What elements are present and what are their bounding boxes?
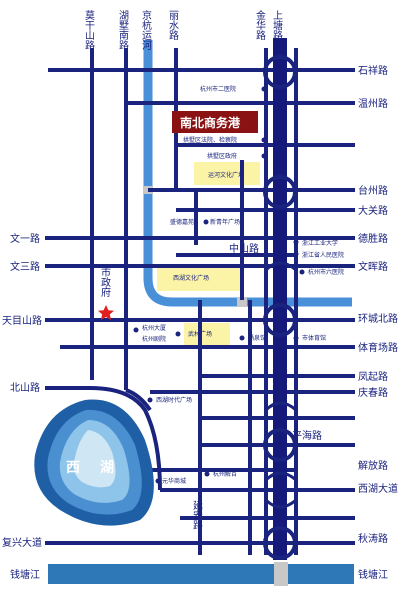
interchange-2 <box>264 471 297 482</box>
label-pinghai: 平海路 <box>292 429 322 442</box>
label-huancheng: 环城北路 <box>358 312 398 325</box>
poi-dot-times <box>147 397 153 403</box>
label-xihu-dadao: 西湖大道 <box>358 482 398 495</box>
interchange-4 <box>264 261 297 272</box>
poi-shengdi: 盛德嘉苑 <box>170 218 194 226</box>
poi-dot-shengdi <box>203 219 209 225</box>
canal-bridge-2 <box>237 297 247 307</box>
label-husu: 湖墅南路 <box>117 10 129 51</box>
poi-stadium: 市体育馆 <box>302 334 326 342</box>
poi-jiebai: 杭州解百 <box>213 470 237 478</box>
label-tianmushan: 天目山路 <box>2 314 42 327</box>
poi-dot-tower <box>133 327 139 333</box>
roundabouts <box>263 55 297 560</box>
roundabout-3 <box>263 303 297 337</box>
label-desheng: 德胜路 <box>358 232 388 245</box>
lake-core <box>73 430 116 488</box>
poi-dot-yongquan <box>239 335 245 341</box>
poi-dot-jiebai <box>204 471 210 477</box>
poi-dots <box>133 86 305 484</box>
poi-dot-stadium <box>293 335 299 341</box>
poi-gongshu-govt: 拱墅区政府 <box>207 152 237 160</box>
qiantang-river <box>48 564 354 584</box>
poi-dot-tech <box>293 239 299 245</box>
poi-hz-hosp6: 杭州市六医院 <box>308 268 344 276</box>
interchange-1 <box>264 401 297 412</box>
poi-yongquan: 涌泉馆 <box>248 334 266 342</box>
label-taizhou: 台州路 <box>358 184 388 197</box>
poi-dot-wulin <box>175 331 181 337</box>
business-port-title: 南北商务港 <box>180 115 241 130</box>
roundabout-1 <box>263 55 297 89</box>
xihu-culture-square-area <box>157 265 242 291</box>
label-qiantang-right: 钱塘江 <box>358 568 388 581</box>
poi-canal-square: 运河文化广场 <box>208 171 244 179</box>
label-zhongshan: 中山路 <box>229 242 259 255</box>
poi-dot-people <box>293 251 299 257</box>
poi-labels: 杭州市二医院 拱墅区法院、检察院 拱墅区政府 运河文化广场 盛德嘉苑 新青年广场… <box>142 85 344 485</box>
poi-zj-people: 浙江省人民医院 <box>302 251 344 259</box>
jinghang-canal <box>143 40 352 307</box>
label-jinghang: 京杭运河 <box>140 9 152 50</box>
road-beishan <box>45 386 162 491</box>
lake-label-xi: 西 <box>66 460 80 476</box>
poi-dot-yuanhua <box>155 478 161 484</box>
label-city-govt: 市政府 <box>99 266 111 298</box>
poi-gongshu-court: 拱墅区法院、检察院 <box>183 136 237 144</box>
poi-hospital2: 杭州市二医院 <box>200 85 236 93</box>
poi-dot-hosp6 <box>299 269 305 275</box>
label-lishui: 丽水路 <box>167 10 179 41</box>
poi-yuanhua: 元华商城 <box>162 477 186 485</box>
roundabout-5 <box>263 526 297 560</box>
west-lake <box>34 399 154 526</box>
label-fuxing: 复兴大道 <box>2 536 42 549</box>
label-shangtang: 上塘路 <box>271 10 283 41</box>
label-daguan: 大关路 <box>358 204 388 217</box>
poi-dot-court <box>261 137 267 143</box>
interchanges <box>264 261 297 509</box>
label-moganshan: 莫干山路 <box>83 10 95 51</box>
poi-xihu-culture: 西湖文化广场 <box>173 274 209 282</box>
label-jiefang: 解放路 <box>358 459 388 472</box>
label-yanan: 延安路 <box>191 500 203 531</box>
label-fengqi: 凤起路 <box>358 370 388 383</box>
poi-hz-tower: 杭州大厦 <box>142 324 166 332</box>
label-beishan: 北山路 <box>10 381 40 394</box>
poi-zhejiang-tech: 浙江工业大学 <box>302 239 338 247</box>
lake-label-hu: 湖 <box>100 460 114 476</box>
label-jinhua: 金华路 <box>254 9 266 41</box>
label-wenhui: 文晖路 <box>358 260 388 273</box>
poi-dot-govt <box>261 153 267 159</box>
poi-xihu-times: 西湖时代广场 <box>156 396 192 404</box>
right-road-labels: 石祥路 温州路 台州路 大关路 德胜路 文晖路 环城北路 体育场路 凤起路 庆春… <box>358 64 398 581</box>
city-govt-star-icon <box>98 305 114 320</box>
label-tiyuchang: 体育场路 <box>358 341 398 354</box>
label-qiutao: 秋涛路 <box>358 532 388 545</box>
roundabout-2 <box>263 175 297 209</box>
river-bridge <box>274 562 288 586</box>
label-wensan: 文三路 <box>10 260 40 273</box>
label-qiantang-left: 钱塘江 <box>10 568 40 581</box>
left-road-labels: 文一路 文三路 天目山路 北山路 复兴大道 钱塘江 <box>2 232 42 581</box>
poi-hz-theater: 杭州剧院 <box>142 335 166 343</box>
poi-xinqingnian: 新青年广场 <box>210 218 240 226</box>
label-wenyi: 文一路 <box>10 232 40 245</box>
label-qingchun: 庆春路 <box>358 386 388 399</box>
wulin-square-area <box>184 323 230 346</box>
interchange-3 <box>264 498 297 509</box>
poi-dot-hospital2 <box>261 86 267 92</box>
road-husu-south <box>125 388 152 412</box>
business-port-banner <box>172 111 258 133</box>
poi-wulin: 武林广场 <box>188 330 212 338</box>
roundabout-4 <box>263 428 297 462</box>
label-shixiang: 石祥路 <box>358 64 388 77</box>
top-road-labels: 莫干山路 湖墅南路 京杭运河 丽水路 金华路 上塘路 <box>83 9 283 51</box>
label-wenzhou: 温州路 <box>358 97 388 110</box>
